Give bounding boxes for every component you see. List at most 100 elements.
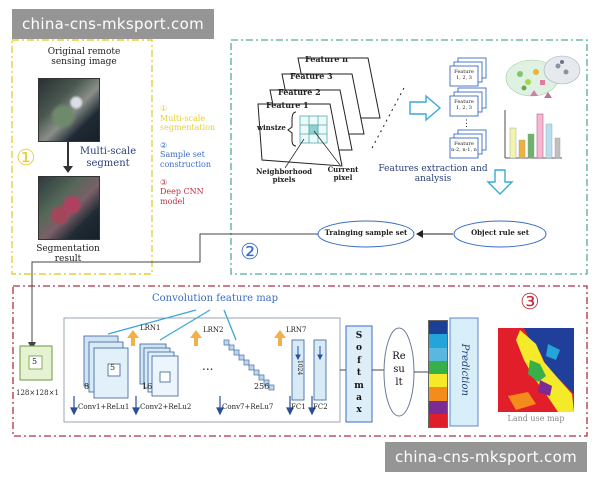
legend-color-1: [429, 334, 447, 348]
arrow-down-features: [486, 169, 514, 195]
winsize-brace: [287, 111, 297, 147]
prediction-block: [449, 317, 479, 427]
cluster-points: [517, 60, 569, 98]
step-2-text: Sample set construction: [160, 150, 211, 169]
landuse-map-orange: [508, 392, 536, 410]
feature-1-label: Feature 1: [266, 100, 309, 110]
step-2: ② Sample set construction: [160, 141, 230, 170]
channels-8: 8: [84, 382, 90, 391]
input-size-label: 128×128×1: [16, 389, 59, 397]
current-pixel-leader: [313, 130, 341, 166]
original-satellite-image: [38, 78, 100, 142]
softmax-letter-t: t: [356, 368, 362, 379]
step-3-text: Deep CNN model: [160, 187, 204, 206]
step-1: ① Multi-scale segmentation: [160, 104, 230, 133]
result-letters: Re su lt: [386, 350, 412, 389]
step-1-number: ①: [160, 104, 168, 113]
panel2-number: ②: [240, 240, 260, 265]
lrn2-label: LRN2: [203, 326, 224, 334]
conv2-stack: [139, 343, 179, 397]
lrn7-label: LRN7: [286, 326, 307, 334]
segmentation-satellite-image: [38, 176, 100, 240]
features-extraction-label: Features extraction and analysis: [378, 164, 488, 185]
input-kernel-label: 5: [32, 357, 38, 366]
training-set-label: Trainging sample set: [324, 228, 408, 237]
current-pixel-label: Current pixel: [327, 165, 359, 183]
label-fc1: FC1: [291, 403, 306, 411]
softmax-letter-s: S: [355, 331, 363, 341]
object-rule-label: Object rule set: [471, 228, 529, 237]
mini-feature-3: Feature n-2, n-1, n: [451, 141, 477, 153]
training-to-input-connector: [31, 233, 318, 344]
legend-strip: [428, 320, 448, 428]
step-2-number: ②: [160, 140, 168, 150]
result-part-3: lt: [395, 377, 403, 388]
fc-arrows: [295, 346, 323, 361]
mini-feature-stacks: [449, 57, 487, 159]
multiscale-segment-label: Multi-scale segment: [79, 146, 137, 169]
label-conv7: Conv7+ReLu7: [222, 403, 274, 411]
label-fc2: FC2: [313, 403, 328, 411]
softmax-letter-m: m: [354, 380, 364, 391]
landuse-map-water: [524, 328, 574, 394]
conv7-stack: [223, 339, 275, 391]
cluster-bubble-grey: [543, 55, 581, 85]
neighborhood-label: Neighborhood pixels: [256, 167, 313, 185]
fc2-block: [313, 339, 327, 401]
channels-256: 256: [254, 382, 270, 391]
legend-color-3: [429, 360, 447, 374]
mini-feature-1: Feature 1, 2, 3: [454, 69, 474, 81]
softmax-block: [345, 325, 373, 423]
landuse-map-cyan: [546, 344, 560, 360]
landuse-map-coast: [516, 330, 574, 412]
legend-color-6: [429, 400, 447, 414]
fc1-block: [291, 339, 305, 401]
softmax-letters: S o f t m a x: [348, 330, 370, 417]
watermark-bottom: china-cns-mksport.com: [385, 442, 587, 472]
legend-color-5: [429, 387, 447, 401]
legend-color-4: [429, 374, 447, 388]
step-1-text: Multi-scale segmentation: [160, 113, 216, 133]
rule-to-training-arrowhead: [416, 230, 423, 238]
arrow-right-features: [409, 94, 442, 122]
panel3-number: ③: [520, 290, 540, 315]
input-kernel: [28, 355, 43, 370]
feature-2-label: Feature 2: [278, 87, 321, 97]
step-3: ③ Deep CNN model: [160, 178, 230, 207]
result-part-2: su: [393, 364, 405, 375]
arrow-down-1: [67, 142, 69, 168]
conv-ellipsis: ...: [202, 359, 214, 373]
panel1-number: ①: [16, 146, 36, 171]
feature-n-label: Feature n: [305, 54, 348, 64]
legend-color-7: [429, 413, 447, 427]
conv-feature-map-title: Convolution feature map: [152, 293, 279, 304]
softmax-letter-x: x: [356, 405, 362, 416]
step-list: ① Multi-scale segmentation ② Sample set …: [160, 104, 230, 206]
prediction-label: Prediction: [458, 343, 470, 396]
legend-color-2: [429, 347, 447, 361]
mini-bar-chart: [504, 110, 562, 159]
channels-16: 16: [142, 382, 153, 391]
legend-color-0: [429, 321, 447, 335]
fc-size-label: 1024: [296, 360, 303, 376]
feature-3-label: Feature 3: [290, 71, 333, 81]
segmentation-result-label: Segmentation result: [36, 244, 100, 265]
softmax-letter-a: a: [356, 393, 362, 404]
label-conv2: Conv2+ReLu2: [140, 403, 192, 411]
watermark-top: china-cns-mksport.com: [12, 9, 214, 39]
neighborhood-leader: [284, 138, 305, 169]
lrn-arrows: [127, 330, 286, 346]
down-arrows: [70, 396, 316, 416]
conv-kernel-label: 5: [110, 363, 116, 372]
landuse-map-purple: [538, 380, 552, 396]
mini-feature-2: Feature 1, 2, 3: [454, 99, 474, 111]
original-image-label: Original remote sensing image: [47, 47, 121, 68]
pixel-grid: [299, 115, 328, 144]
conv1-stack: [83, 335, 129, 399]
landuse-map-green: [528, 360, 546, 382]
step-3-number: ③: [160, 177, 168, 187]
title-arrows: [107, 309, 237, 341]
